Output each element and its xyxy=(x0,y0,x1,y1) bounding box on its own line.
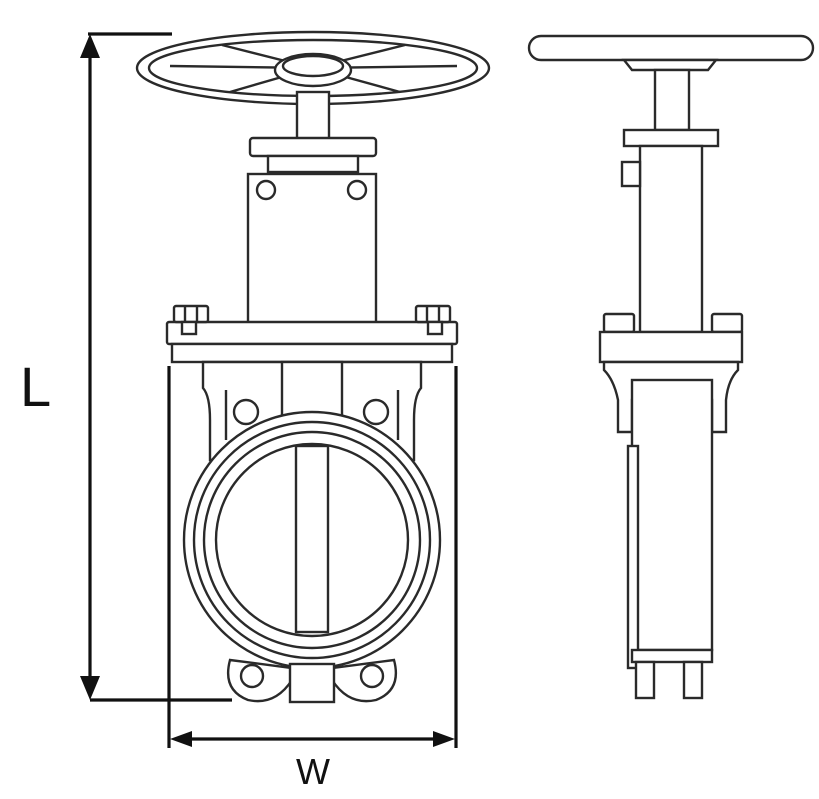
stem-tube-side xyxy=(638,144,704,334)
dimension-height xyxy=(80,32,232,702)
stem-side xyxy=(653,68,691,132)
yoke-top-plate-front xyxy=(248,136,378,174)
flange-bar-front xyxy=(165,304,459,364)
height-label: L xyxy=(20,355,51,418)
dimension-width xyxy=(167,366,458,748)
handwheel-front xyxy=(135,30,491,106)
handwheel-side xyxy=(527,34,815,62)
width-label: W xyxy=(296,751,330,792)
stem-front xyxy=(295,90,331,142)
valve-front-view xyxy=(135,30,491,704)
valve-side-view xyxy=(527,34,815,700)
body-port-front xyxy=(182,410,442,670)
body-side xyxy=(626,378,714,700)
body-bottom-lugs-front xyxy=(226,658,398,704)
